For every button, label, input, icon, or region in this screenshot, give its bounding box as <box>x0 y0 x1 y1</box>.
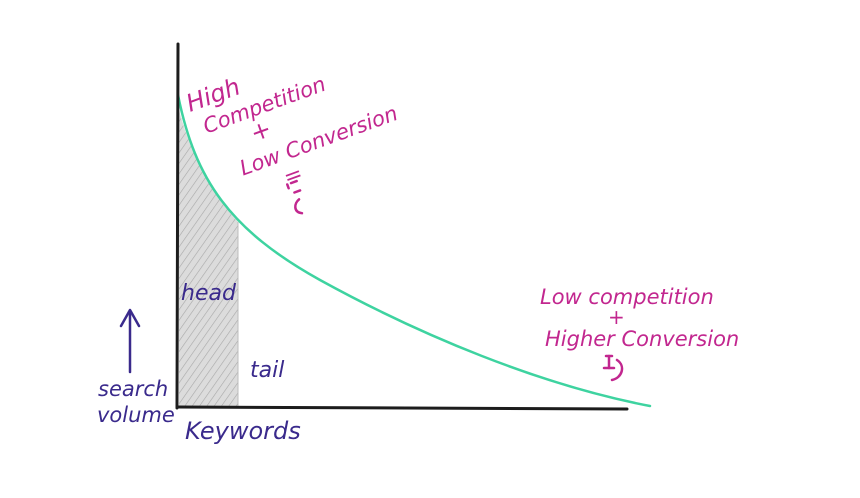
up-arrow-icon <box>119 308 141 374</box>
head-label: head <box>181 281 237 306</box>
sad-face-icon <box>286 179 304 215</box>
y-axis-label-line2: volume <box>97 403 175 427</box>
happy-face-icon <box>602 354 624 382</box>
y-axis-line <box>175 42 180 410</box>
low-line1: Low competition <box>540 285 714 309</box>
low-plus: + <box>608 305 625 329</box>
long-tail-curve <box>176 93 652 408</box>
high-equals: = <box>280 161 306 191</box>
y-axis-label-line1: search <box>98 377 168 401</box>
tail-label: tail <box>250 358 284 383</box>
high-plus: + <box>247 114 275 147</box>
x-axis-label: Keywords <box>185 417 301 445</box>
head-region <box>179 110 238 406</box>
x-axis-line <box>175 405 629 411</box>
low-line2: Higher Conversion <box>545 327 739 351</box>
high-competition-annotation: High Competition + Low Conversion = <box>182 72 400 191</box>
